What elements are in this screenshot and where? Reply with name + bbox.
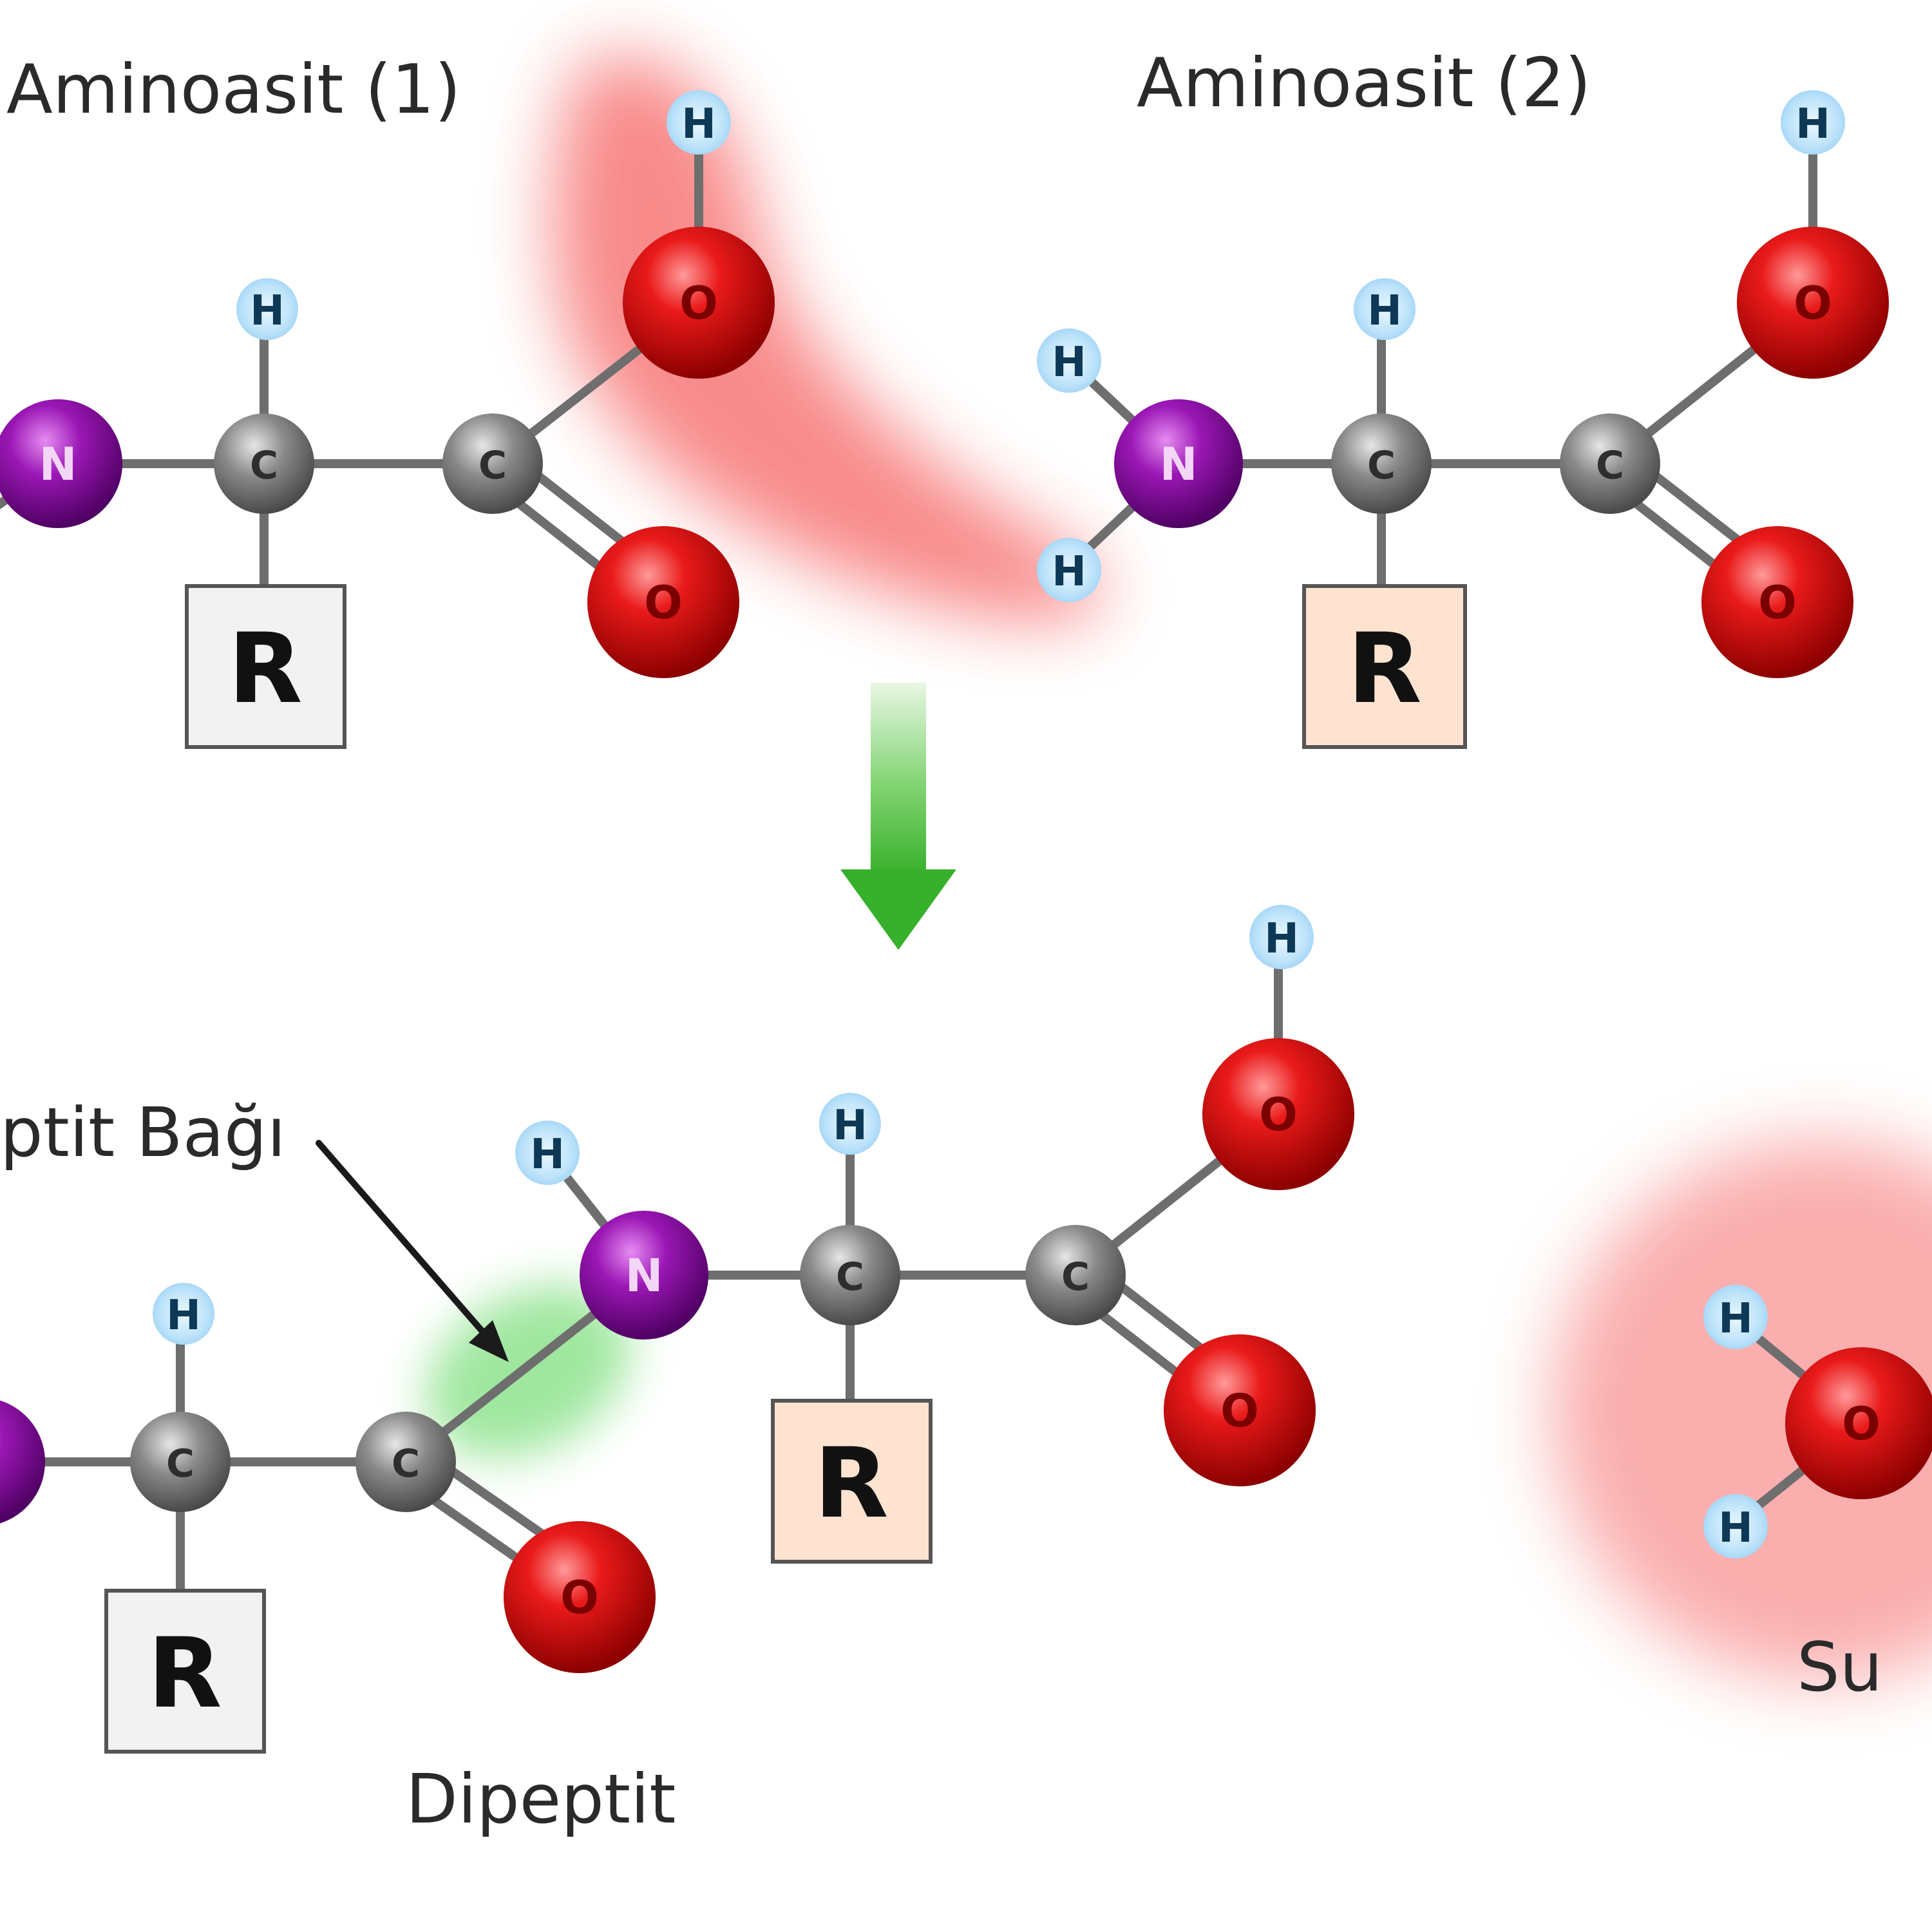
peptide-bond-pointer <box>316 1140 509 1362</box>
r-box-aa2: R <box>1302 584 1467 749</box>
atom-label: O <box>679 277 718 330</box>
dp-hydroxyl-oxygen: O <box>1202 1038 1354 1190</box>
dp-alpha-hydrogen-1: H <box>153 1283 214 1345</box>
atom-label: C <box>166 1441 194 1486</box>
aa2-hydroxyl-oxygen: O <box>1737 227 1889 379</box>
atom-label: H <box>1718 1295 1753 1343</box>
r-label: R <box>147 1618 222 1730</box>
arrow-shaft <box>871 683 926 876</box>
atom-label: H <box>1052 548 1086 596</box>
dp-carboxyl-carbon: C <box>1025 1225 1126 1325</box>
aa1-alpha-hydrogen: H <box>236 278 298 340</box>
reaction-arrow <box>840 683 956 950</box>
dp-carbonyl-oxygen-2: O <box>1164 1334 1316 1486</box>
atom-label: N <box>39 438 77 491</box>
label-amino-acid-2: Aminoasit (2) <box>1137 44 1591 122</box>
r-label: R <box>814 1428 889 1540</box>
atom-label: H <box>250 287 285 335</box>
aa2-carbonyl-oxygen: O <box>1701 526 1853 678</box>
aa1-alpha-carbon: C <box>214 413 314 514</box>
aa1-carbonyl-oxygen: O <box>587 526 739 678</box>
label-peptide-bond: ptit Bağı <box>0 1094 286 1172</box>
atom-label: O <box>1794 277 1832 330</box>
aa2-alpha-hydrogen: H <box>1354 278 1416 340</box>
dp-alpha-carbon-2: C <box>800 1225 900 1325</box>
atom-label: O <box>1758 576 1797 629</box>
atom-label: N <box>625 1249 663 1302</box>
atom-label: O <box>1259 1088 1298 1141</box>
atom-label: H <box>681 100 716 148</box>
aa2-alpha-carbon: C <box>1331 413 1432 514</box>
atom-label: H <box>1718 1504 1753 1552</box>
dp-hydroxyl-hydrogen: H <box>1249 905 1314 969</box>
water-oxygen: O <box>1785 1347 1932 1499</box>
r-label: R <box>228 613 303 725</box>
dp-amide-hydrogen: H <box>515 1121 580 1185</box>
atom-label: C <box>1061 1255 1090 1300</box>
atom-label: C <box>250 443 278 488</box>
red-glow-water <box>1552 1140 1932 1681</box>
atom-label: C <box>836 1255 864 1300</box>
dp-carbonyl-oxygen-1: O <box>504 1521 656 1673</box>
label-water: Su <box>1797 1628 1882 1707</box>
atom-label: O <box>560 1571 599 1624</box>
atom-label: O <box>644 576 683 629</box>
aa1-nitrogen: N <box>0 399 122 528</box>
atom-label: H <box>833 1102 867 1150</box>
atom-label: H <box>1264 915 1299 963</box>
atom-label: H <box>1795 100 1830 148</box>
atoms: N C H C O H O H <box>0 90 1932 1673</box>
r-label: R <box>1347 613 1422 725</box>
dp-nitrogen-1 <box>0 1400 45 1524</box>
aa1-hydroxyl-oxygen: O <box>623 227 775 379</box>
label-dipeptide: Dipeptit <box>406 1760 676 1839</box>
atom-label: O <box>1220 1385 1259 1437</box>
dp-carbonyl-carbon-1: C <box>355 1412 456 1512</box>
label-amino-acid-1: Aminoasit (1) <box>6 50 461 129</box>
water-hydrogen-top: H <box>1703 1285 1768 1349</box>
atom-label: C <box>1367 443 1396 488</box>
atom-label: H <box>1367 287 1402 335</box>
atom-label: O <box>1842 1397 1880 1450</box>
labels: Aminoasit (1) Aminoasit (2) ptit Bağı Di… <box>0 44 1882 1839</box>
r-box-dipeptide-1: R <box>104 1589 266 1754</box>
atom-label: C <box>392 1441 420 1486</box>
atom-label: N <box>1160 438 1198 491</box>
dp-nitrogen-2: N <box>580 1211 708 1340</box>
aa2-amine-hydrogen-top: H <box>1037 328 1101 393</box>
aa2-nitrogen: N <box>1114 399 1243 528</box>
arrow-head <box>840 869 956 950</box>
aa2-hydroxyl-hydrogen: H <box>1781 90 1845 155</box>
dp-alpha-carbon-1: C <box>130 1412 231 1512</box>
aa1-carboxyl-carbon: C <box>442 413 543 514</box>
water-hydrogen-bottom: H <box>1703 1494 1768 1558</box>
removed-water-highlight <box>553 56 1932 1681</box>
aa1-hydroxyl-hydrogen: H <box>667 90 731 155</box>
atom-label: C <box>1596 443 1624 488</box>
side-chain-boxes: R R R R <box>104 584 1467 1754</box>
atom-label: H <box>1052 339 1086 386</box>
dp-alpha-hydrogen-2: H <box>819 1093 881 1155</box>
atom-label: H <box>166 1292 201 1340</box>
aa2-amine-hydrogen-bottom: H <box>1037 538 1101 602</box>
aa2-carboxyl-carbon: C <box>1560 413 1660 514</box>
r-box-dipeptide-2: R <box>771 1399 933 1564</box>
atom-label: C <box>478 443 507 488</box>
red-glow-hydroxyl-amine <box>553 56 1104 621</box>
r-box-aa1: R <box>185 584 346 749</box>
atom-label: H <box>530 1131 565 1179</box>
